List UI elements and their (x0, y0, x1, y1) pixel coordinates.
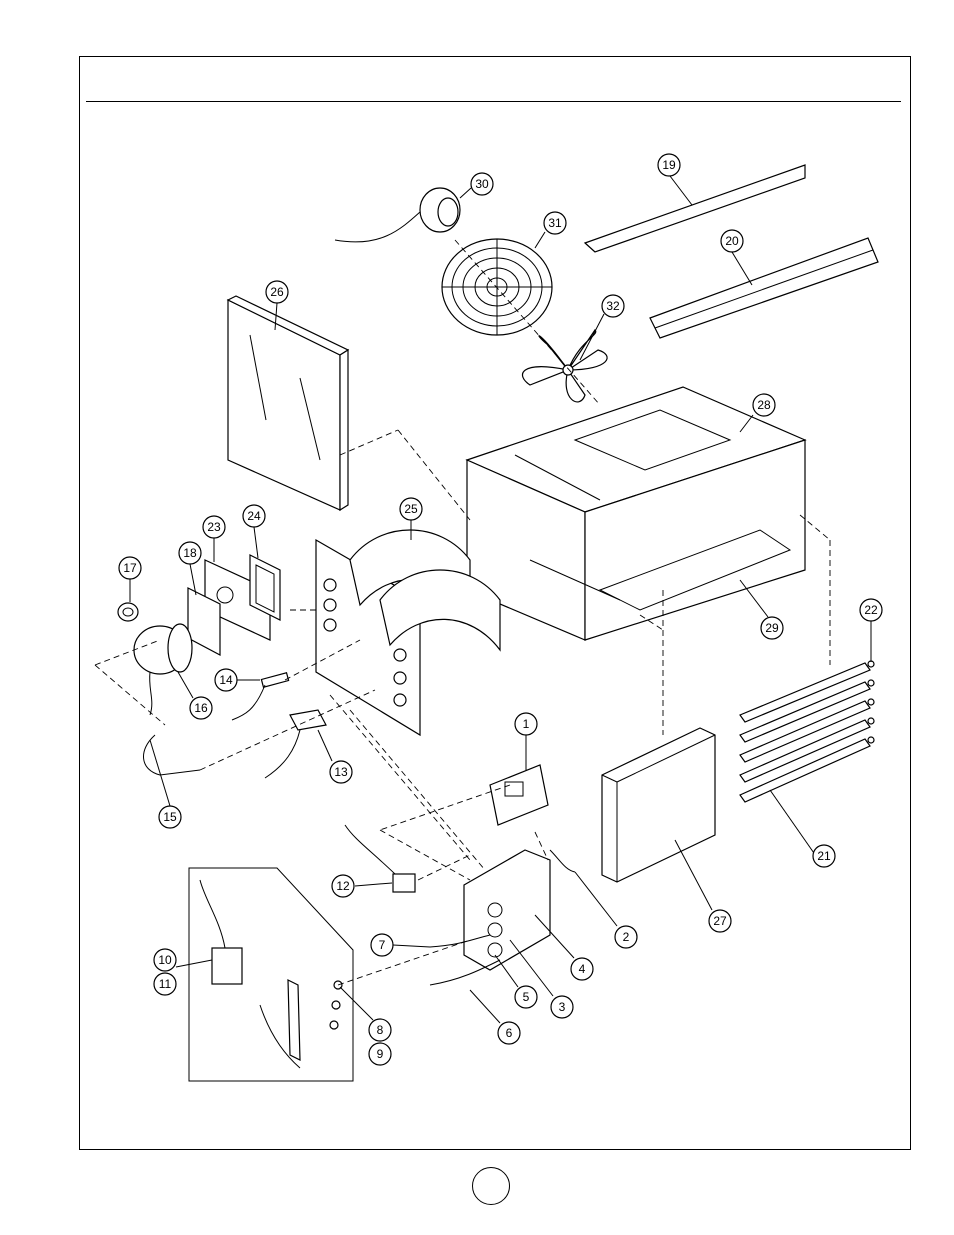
callout-label: 2 (623, 930, 630, 944)
louvered-panel-26 (228, 296, 348, 510)
callout-5: 5 (515, 986, 537, 1008)
pressure-switch-13 (265, 710, 326, 778)
callout-label: 22 (864, 603, 878, 617)
callout-label: 27 (713, 914, 727, 928)
callout-1: 1 (515, 713, 537, 735)
callout-17: 17 (119, 557, 141, 579)
callout-label: 21 (817, 849, 831, 863)
callout-label: 23 (207, 520, 221, 534)
callout-11: 11 (154, 973, 176, 995)
page-number-circle (472, 1167, 510, 1205)
callout-label: 1 (523, 717, 530, 731)
control-box (464, 850, 550, 970)
callout-label: 15 (163, 810, 177, 824)
callout-24: 24 (243, 505, 265, 527)
callout-18: 18 (179, 542, 201, 564)
callout-26: 26 (266, 281, 288, 303)
fan-blade-32 (522, 330, 607, 402)
callout-label: 16 (194, 701, 208, 715)
callout-label: 18 (183, 546, 197, 560)
gas-valve-inset (189, 868, 353, 1081)
callout-15: 15 (159, 806, 181, 828)
fan-motor-30 (335, 188, 460, 242)
callout-13: 13 (330, 761, 352, 783)
callout-22: 22 (860, 599, 882, 621)
callout-label: 14 (219, 673, 233, 687)
orifices-22 (868, 661, 874, 743)
callout-label: 30 (475, 177, 489, 191)
callout-label: 32 (606, 299, 620, 313)
sensor-2 (550, 850, 575, 872)
callout-label: 17 (123, 561, 137, 575)
callout-label: 19 (662, 158, 676, 172)
inducer-blower-16 (134, 624, 192, 715)
callout-29: 29 (761, 617, 783, 639)
callout-27: 27 (709, 910, 731, 932)
callout-12: 12 (332, 875, 354, 897)
callout-23: 23 (203, 516, 225, 538)
callout-label: 29 (765, 621, 779, 635)
callout-16: 16 (190, 697, 212, 719)
callout-25: 25 (400, 498, 422, 520)
callout-label: 13 (334, 765, 348, 779)
angle-rail-20 (650, 238, 878, 338)
callout-label: 24 (247, 509, 261, 523)
callout-31: 31 (544, 212, 566, 234)
cabinet-28 (467, 387, 805, 640)
callout-label: 11 (159, 977, 172, 991)
callout-label: 10 (158, 953, 172, 967)
callout-label: 8 (377, 1023, 384, 1037)
callout-14: 14 (215, 669, 237, 691)
callout-label: 26 (270, 285, 284, 299)
control-board-1 (490, 765, 548, 825)
grommet-17 (118, 603, 138, 621)
transformer-12 (345, 825, 415, 892)
callout-label: 6 (506, 1026, 513, 1040)
callout-9: 9 (369, 1043, 391, 1065)
callout-label: 7 (379, 938, 386, 952)
callout-label: 25 (404, 502, 418, 516)
callout-32: 32 (602, 295, 624, 317)
filter-27 (602, 728, 715, 882)
callout-4: 4 (571, 958, 593, 980)
callout-30: 30 (471, 173, 493, 195)
callout-label: 9 (377, 1047, 384, 1061)
callout-3: 3 (551, 996, 573, 1018)
callout-8: 8 (369, 1019, 391, 1041)
tubing-15 (144, 735, 200, 775)
callout-10: 10 (154, 949, 176, 971)
callout-28: 28 (753, 394, 775, 416)
callout-6: 6 (498, 1022, 520, 1044)
burners-21 (740, 663, 870, 802)
angle-rail-19 (585, 165, 805, 252)
callout-21: 21 (813, 845, 835, 867)
callout-label: 12 (336, 879, 350, 893)
callout-label: 20 (725, 234, 739, 248)
callout-2: 2 (615, 926, 637, 948)
callout-label: 5 (523, 990, 530, 1004)
callout-label: 3 (559, 1000, 566, 1014)
callout-20: 20 (721, 230, 743, 252)
callout-label: 28 (757, 398, 771, 412)
callout-7: 7 (371, 934, 393, 956)
callout-label: 31 (548, 216, 562, 230)
callout-label: 4 (579, 962, 586, 976)
callout-19: 19 (658, 154, 680, 176)
fan-guard-31 (442, 239, 552, 335)
